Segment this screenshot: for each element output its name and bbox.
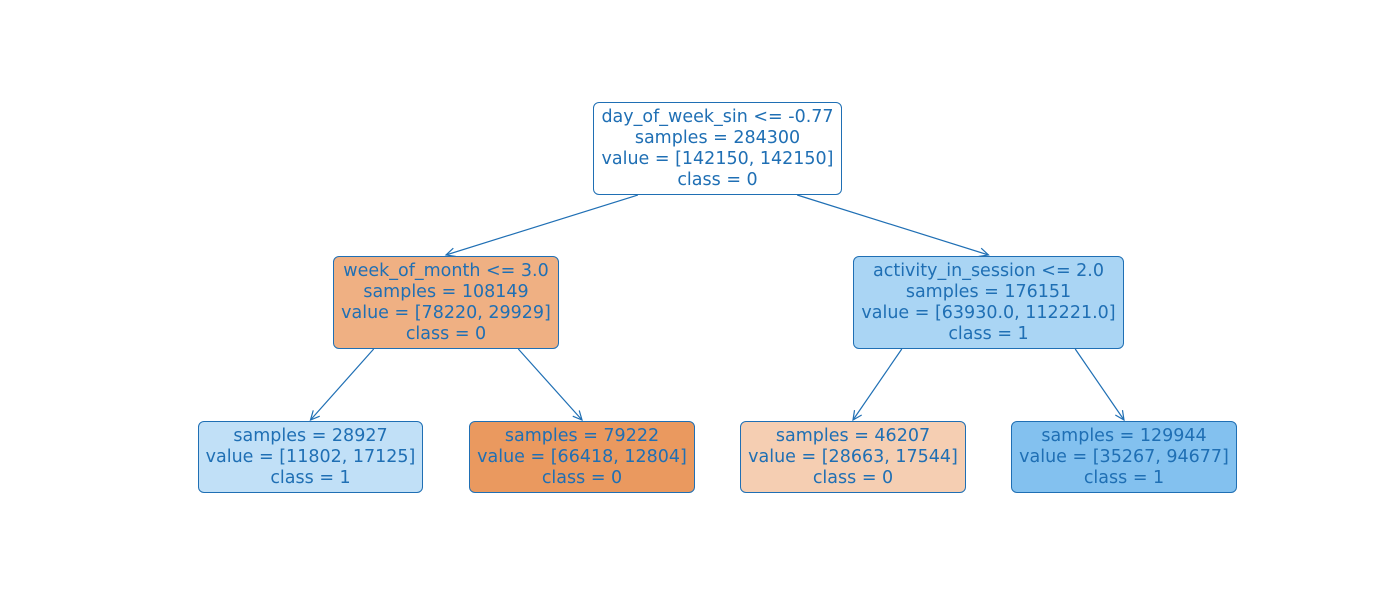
tree-edge-right-rl	[852, 348, 903, 422]
node-value: value = [35267, 94677]	[1019, 446, 1229, 467]
node-class: class = 0	[812, 467, 894, 488]
node-samples: samples = 28927	[233, 425, 388, 446]
node-samples: samples = 284300	[634, 127, 801, 148]
node-class: class = 1	[270, 467, 351, 488]
tree-edge-left-lr	[517, 348, 583, 422]
tree-node-root: day_of_week_sin <= -0.77 samples = 28430…	[593, 102, 842, 195]
tree-leaf-right-left: samples = 46207 value = [28663, 17544] c…	[740, 421, 966, 493]
tree-edge-root-right	[797, 194, 990, 258]
node-class: class = 0	[541, 467, 623, 488]
node-value: value = [142150, 142150]	[601, 148, 834, 169]
node-split-condition: activity_in_session <= 2.0	[872, 260, 1105, 281]
node-value: value = [11802, 17125]	[205, 446, 416, 467]
node-samples: samples = 46207	[775, 425, 931, 446]
arrowhead-icon	[444, 247, 456, 258]
tree-node-left: week_of_month <= 3.0 samples = 108149 va…	[333, 256, 559, 349]
arrowhead-icon	[572, 410, 583, 422]
node-class: class = 0	[405, 323, 487, 344]
node-class: class = 0	[677, 169, 758, 190]
node-samples: samples = 79222	[504, 425, 660, 446]
tree-leaf-right-right: samples = 129944 value = [35267, 94677] …	[1011, 421, 1237, 493]
node-class: class = 1	[948, 323, 1029, 344]
arrowhead-icon	[309, 410, 320, 422]
tree-edge-right-rr	[1074, 348, 1125, 422]
node-value: value = [66418, 12804]	[477, 446, 687, 467]
node-samples: samples = 176151	[905, 281, 1072, 302]
node-split-condition: week_of_month <= 3.0	[343, 260, 549, 281]
arrowhead-icon	[1115, 410, 1125, 422]
tree-edge-left-ll	[309, 348, 375, 422]
tree-edge-root-left	[444, 194, 638, 258]
node-value: value = [28663, 17544]	[748, 446, 958, 467]
arrowhead-icon	[852, 410, 862, 422]
node-samples: samples = 108149	[363, 281, 529, 302]
node-value: value = [63930.0, 112221.0]	[861, 302, 1116, 323]
node-class: class = 1	[1083, 467, 1165, 488]
node-value: value = [78220, 29929]	[341, 302, 551, 323]
tree-leaf-left-left: samples = 28927 value = [11802, 17125] c…	[198, 421, 423, 493]
tree-leaf-left-right: samples = 79222 value = [66418, 12804] c…	[469, 421, 695, 493]
tree-node-right: activity_in_session <= 2.0 samples = 176…	[853, 256, 1124, 349]
node-split-condition: day_of_week_sin <= -0.77	[601, 106, 834, 127]
node-samples: samples = 129944	[1041, 425, 1207, 446]
arrowhead-icon	[978, 247, 990, 258]
